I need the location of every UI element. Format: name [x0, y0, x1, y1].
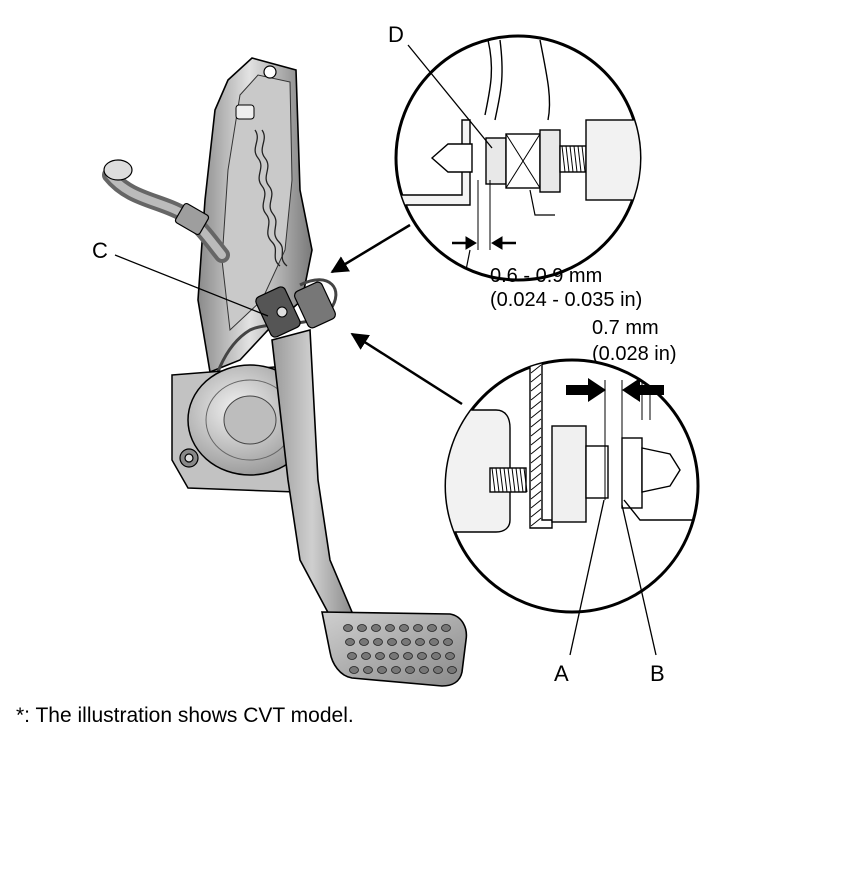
callout-d: D	[388, 22, 404, 47]
brake-switch-c	[255, 281, 337, 338]
callout-a: A	[554, 661, 569, 686]
detail-view-lower	[444, 358, 700, 614]
lower-gap-imperial: (0.028 in)	[592, 343, 677, 365]
pedal-pad-studs	[343, 624, 457, 674]
gap-arrows-upper	[452, 236, 516, 250]
detail-pointers	[330, 223, 463, 406]
callout-c: C	[92, 238, 108, 263]
pedal-pad	[321, 611, 468, 687]
gap-arrows-lower	[566, 378, 664, 402]
lower-gap-metric: 0.7 mm	[592, 317, 659, 339]
upper-gap-metric: 0.6 - 0.9 mm	[490, 265, 602, 287]
return-spring	[254, 129, 288, 267]
callout-b: B	[650, 661, 665, 686]
pedal-assembly	[102, 57, 468, 687]
leader-lines	[114, 44, 657, 656]
detail-view-upper	[394, 34, 642, 282]
footnote: *: The illustration shows CVT model.	[16, 704, 354, 727]
upper-gap-imperial: (0.024 - 0.035 in)	[490, 289, 642, 311]
